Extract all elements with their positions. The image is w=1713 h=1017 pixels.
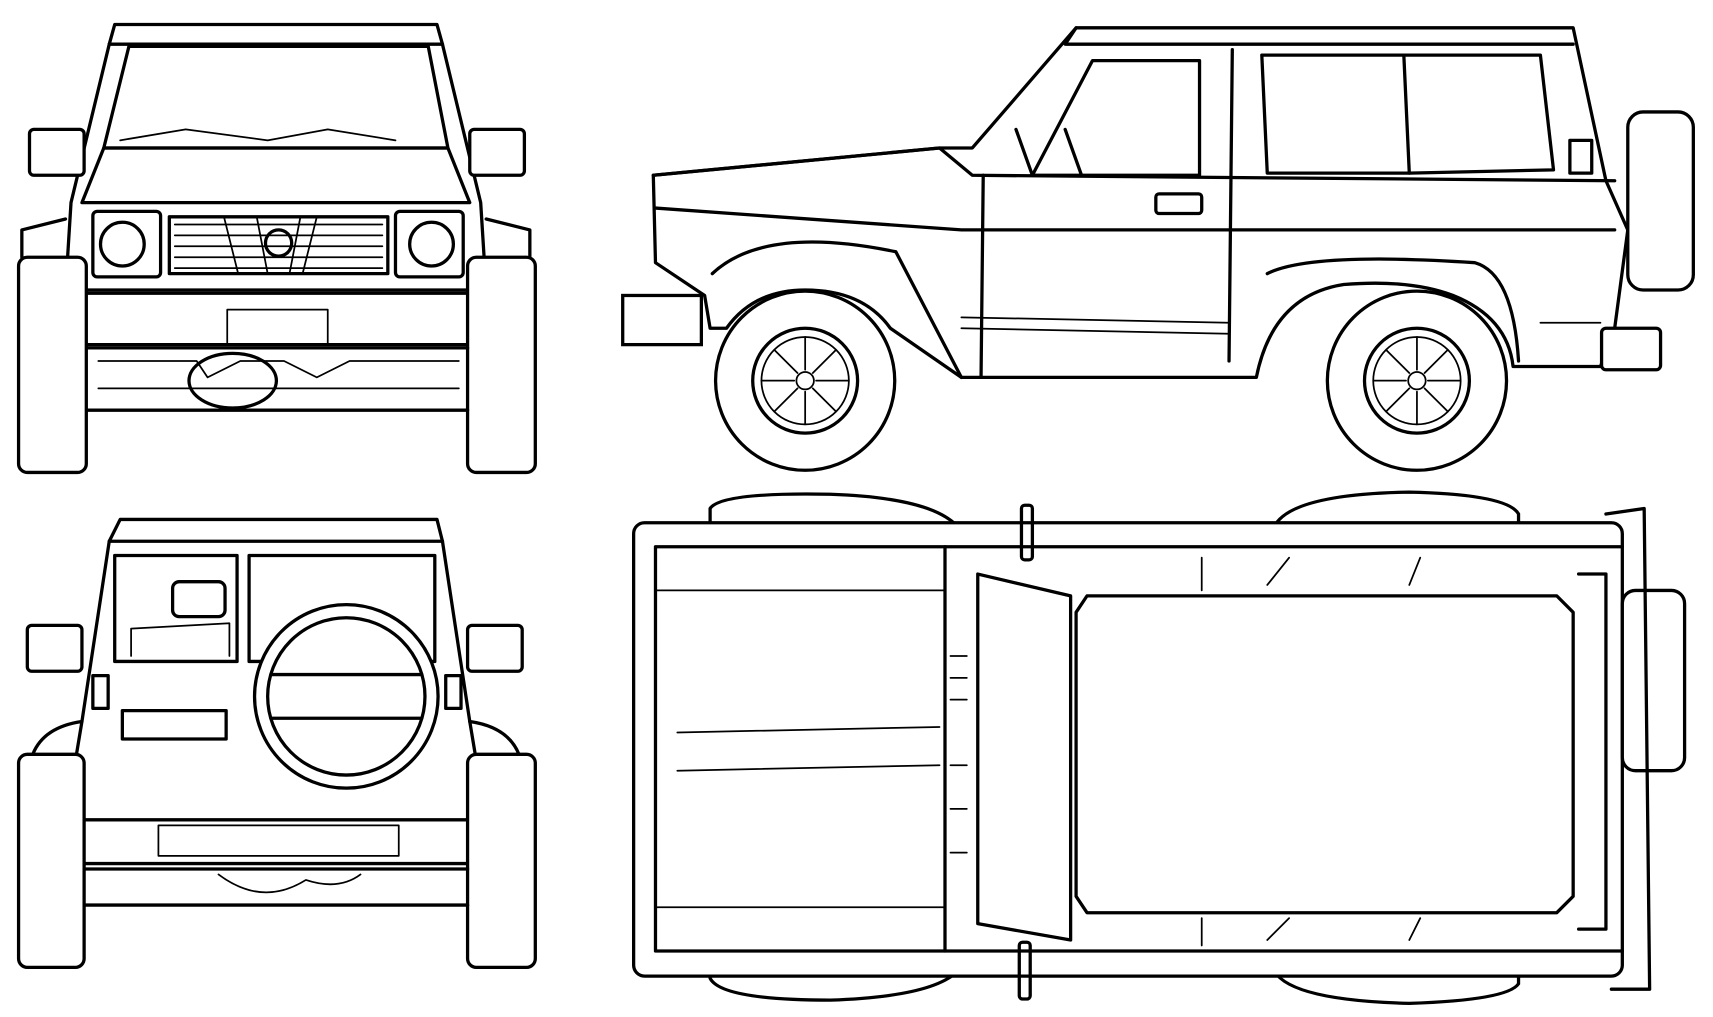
windshield [102,44,450,150]
hood [653,545,947,953]
front-bumper-side [621,293,704,347]
left-headlight [98,220,146,268]
right-headlight [408,220,456,268]
right-mirror [468,127,527,177]
left-tire [16,255,88,475]
differential [187,351,279,410]
right-tire [465,255,537,475]
left-mirror-rear [25,623,84,673]
windshield-top [976,572,1073,942]
right-rear-tire [465,752,537,969]
rear-bumper-side [1599,326,1663,372]
right-mirror-rear [465,623,524,673]
rear-bumper [36,818,521,866]
spare-tire-rear [252,602,440,790]
spare-tire-side [1626,110,1695,292]
front-wheel [713,289,897,472]
front-bumper [42,291,512,347]
right-antenna [1017,940,1032,1001]
left-mirror [27,127,86,177]
rear-left-window [113,553,239,664]
top-view [631,490,1687,1006]
spare-tire-top [1620,588,1687,773]
left-rear-tire [16,752,86,969]
door-handle [1154,192,1204,216]
grille [167,215,390,276]
front-door-window [1030,58,1202,177]
front-view [16,22,537,475]
rear-view [16,517,537,969]
rear-window [1260,53,1411,175]
left-antenna [1019,503,1035,562]
roof [1074,594,1575,915]
rear-wheel [1325,289,1509,472]
side-view [621,26,1695,472]
